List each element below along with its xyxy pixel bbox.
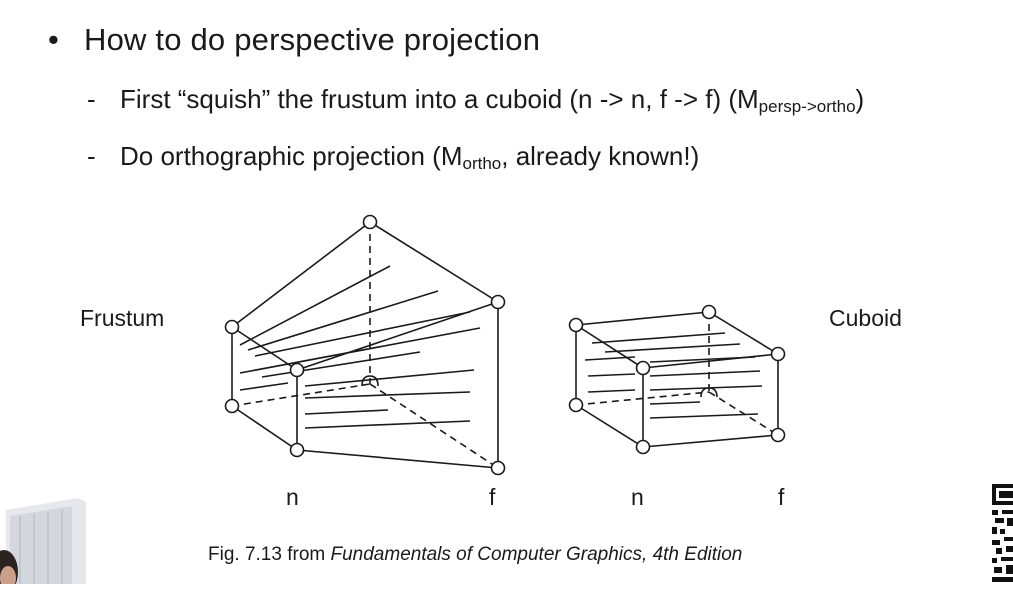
cuboid-near-label: n xyxy=(631,484,644,510)
figure-caption: Fig. 7.13 from Fundamentals of Computer … xyxy=(208,544,743,565)
subscript: ortho xyxy=(462,154,502,173)
sub-item-dash: - xyxy=(87,84,96,114)
subscript: persp->ortho xyxy=(758,97,856,116)
frustum-diagram xyxy=(231,221,499,469)
frustum-label: Frustum xyxy=(80,305,165,331)
cuboid-diagram xyxy=(575,311,779,448)
sub-item-dash: - xyxy=(87,141,96,171)
main-bullet-text: How to do perspective projection xyxy=(84,22,541,57)
cuboid-far-label: f xyxy=(778,484,785,510)
cuboid-label: Cuboid xyxy=(829,305,902,331)
cuboid-vertices xyxy=(568,304,786,455)
frustum-near-label: n xyxy=(286,484,299,510)
sub-item-text: First “squish” the frustum into a cuboid… xyxy=(120,84,865,116)
presenter-video-thumbnail xyxy=(0,496,86,584)
sub-item-text: Do orthographic projection (Mortho, alre… xyxy=(120,141,700,173)
caption-book-title: Fundamentals of Computer Graphics, 4th E… xyxy=(330,544,743,565)
qr-code xyxy=(990,480,1013,584)
frustum-vertices xyxy=(224,214,506,476)
bullet-dot: • xyxy=(48,22,60,57)
frustum-far-label: f xyxy=(489,484,496,510)
